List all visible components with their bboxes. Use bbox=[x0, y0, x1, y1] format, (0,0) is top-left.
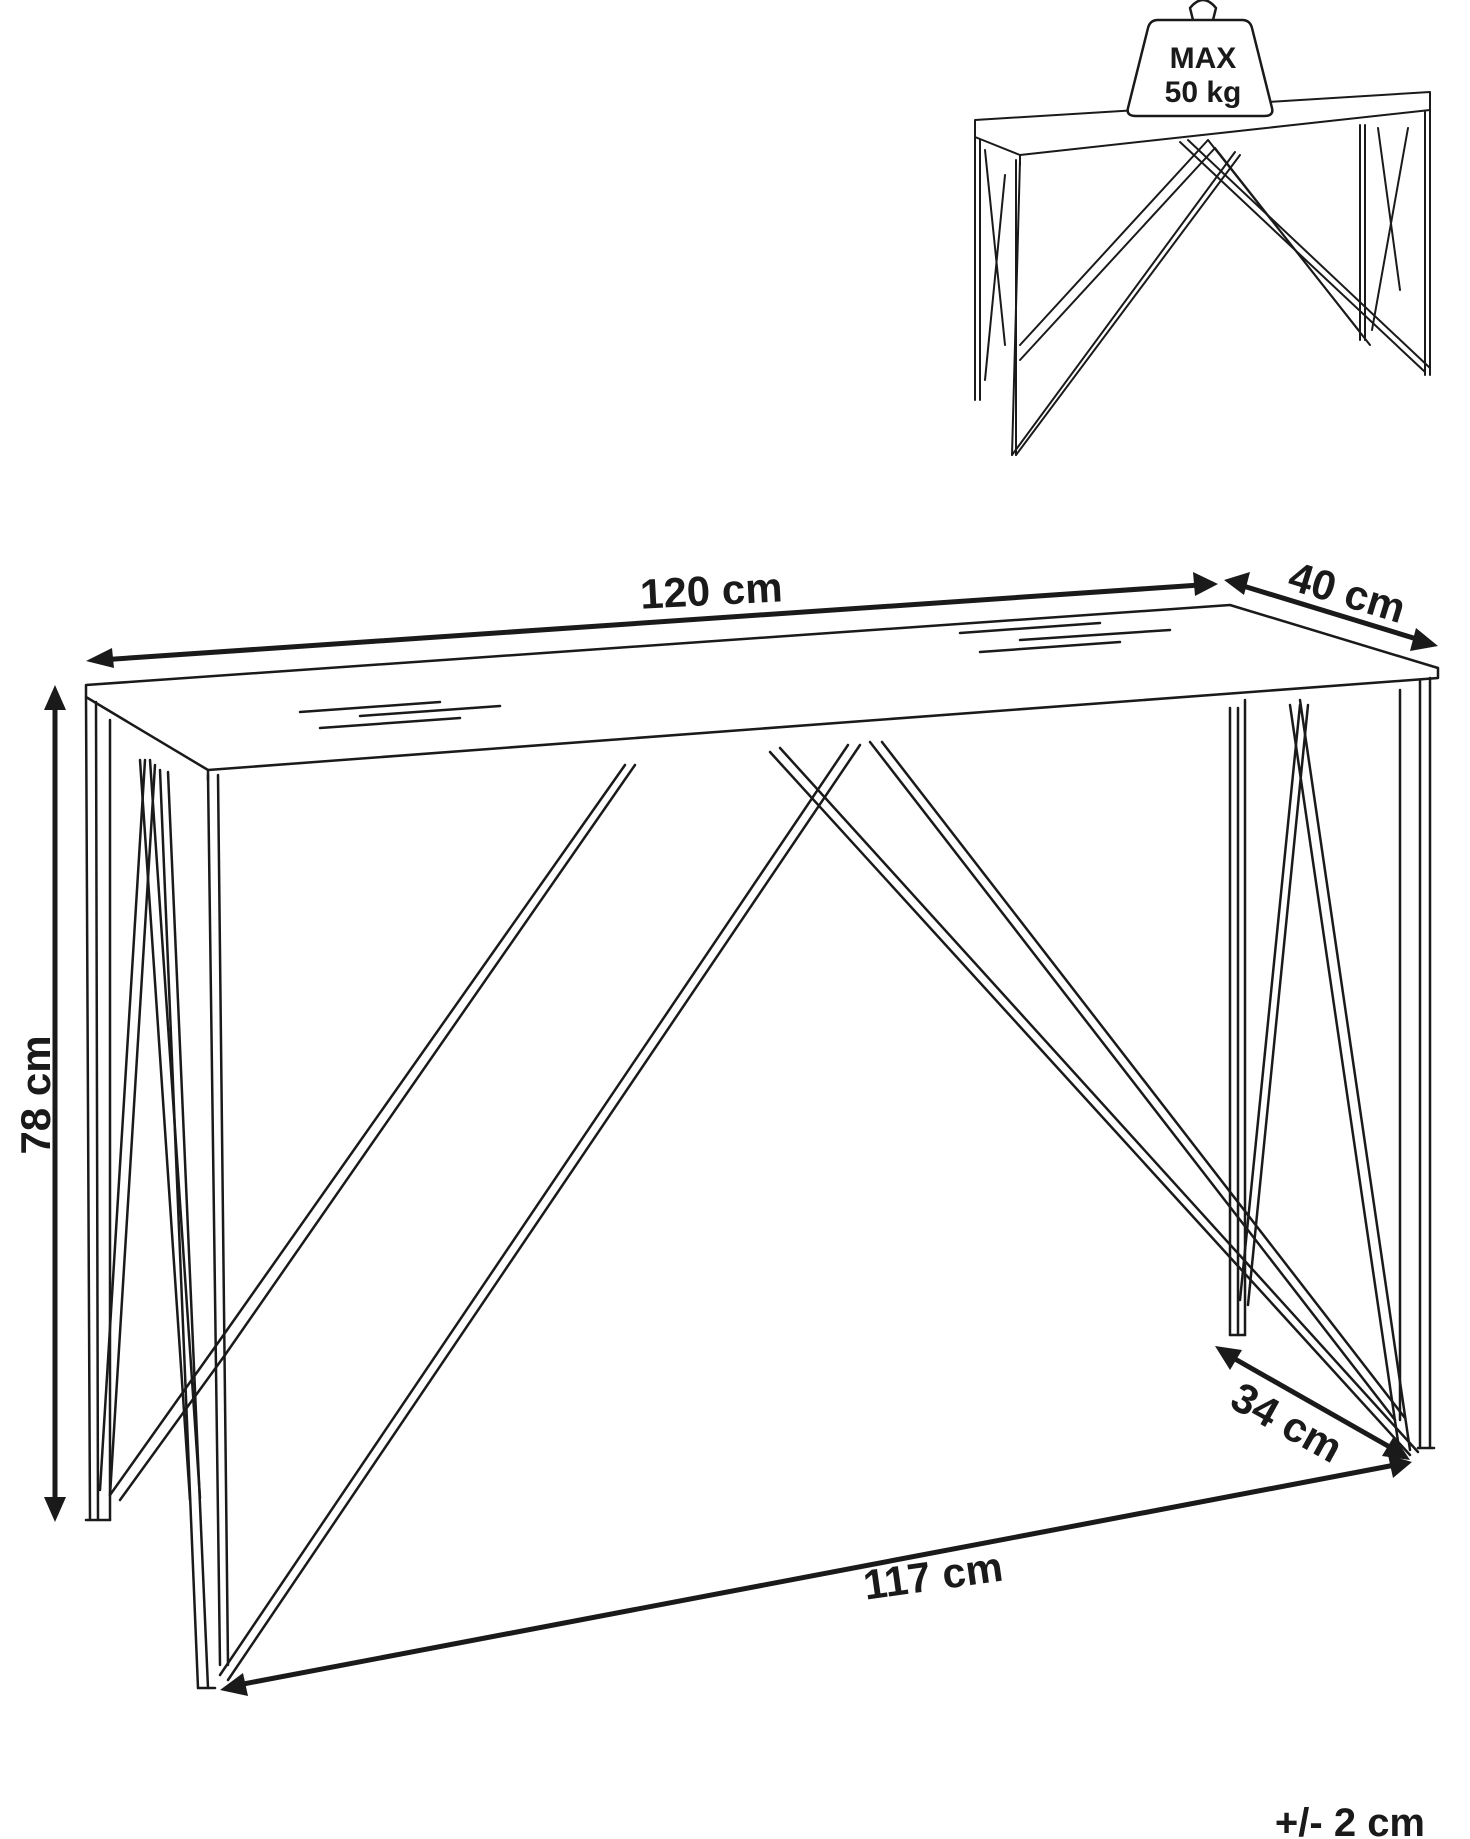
base-width-label: 117 cm bbox=[860, 1543, 1005, 1609]
dimension-lines bbox=[44, 572, 1438, 1696]
tolerance-label: +/- 2 cm bbox=[1275, 1801, 1425, 1839]
height-label: 78 cm bbox=[12, 1035, 59, 1154]
weight-badge-value: 50 kg bbox=[1165, 76, 1242, 109]
top-width-label: 120 cm bbox=[639, 563, 784, 617]
preview-table bbox=[974, 91, 1431, 456]
weight-badge: MAX 50 kg bbox=[1126, 0, 1274, 118]
main-table bbox=[84, 603, 1440, 1690]
weight-badge-max: MAX bbox=[1170, 42, 1237, 75]
